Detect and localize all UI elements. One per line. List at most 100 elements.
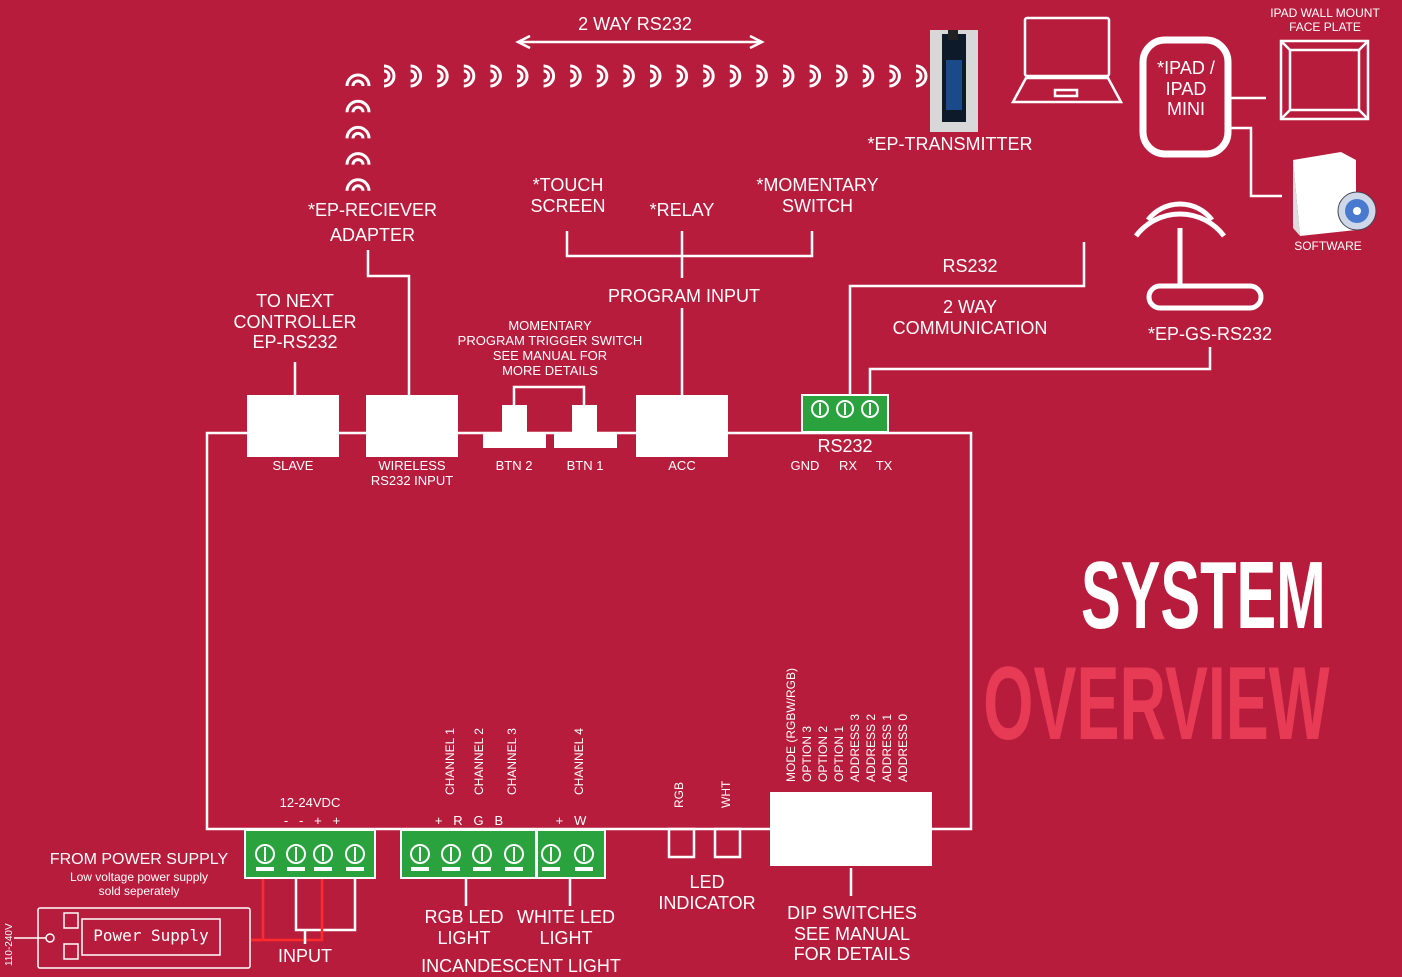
gs-rs232-router-icon <box>1134 201 1264 311</box>
channel3-label: CHANNEL 3 <box>505 728 519 795</box>
signal-wave-icon <box>490 64 502 88</box>
ep-transmitter-device <box>930 30 978 132</box>
terminal-tab <box>575 867 593 871</box>
gnd-label: GND <box>790 458 820 473</box>
terminal-screw-icon <box>441 844 461 864</box>
vdc-label: 12-24VDC <box>279 795 341 810</box>
signal-wave-icon <box>463 64 476 88</box>
dip-switch-label: OPTION 3 <box>800 725 814 782</box>
from-power-supply-label: FROM POWER SUPPLY <box>49 851 229 868</box>
trigger-switch-note: MOMENTARY PROGRAM TRIGGER SWITCH SEE MAN… <box>457 318 643 378</box>
button-bracket <box>512 385 586 405</box>
dip-switch-label: ADDRESS 1 <box>880 713 894 782</box>
signal-wave-icon <box>862 64 875 88</box>
channel2-label: CHANNEL 2 <box>472 728 486 795</box>
terminal-tab <box>411 867 429 871</box>
momentary-switch-label: *MOMENTARY SWITCH <box>756 175 879 216</box>
signal-wave-icon <box>729 64 742 88</box>
dip-switch-label: ADDRESS 3 <box>848 713 862 782</box>
rs232-link-label: 2 WAY RS232 <box>578 14 692 34</box>
slave-port-label: SLAVE <box>272 458 314 473</box>
port-acc <box>636 395 728 457</box>
signal-wave-icon <box>623 64 635 88</box>
program-input-label: PROGRAM INPUT <box>607 286 760 306</box>
terminal-screw-icon <box>410 844 430 864</box>
led-wht-indicator <box>713 827 742 859</box>
power-supply-unit <box>14 907 251 969</box>
input-label: INPUT <box>278 946 332 966</box>
signal-wave-icon <box>782 64 795 88</box>
wall-mount-plate-icon <box>1279 39 1370 121</box>
terminal-screw-icon <box>836 400 854 418</box>
dip-switch-label: OPTION 2 <box>816 725 830 782</box>
led-rgb-label: RGB <box>672 781 686 808</box>
wireless-port-label: WIRELESS RS232 INPUT <box>370 458 454 488</box>
gs-rs232-wire <box>868 347 1212 396</box>
led-wht-label: WHT <box>719 780 733 808</box>
terminal-tab <box>287 867 305 871</box>
terminal-screw-icon <box>541 844 561 864</box>
signal-wave-icon <box>596 64 609 88</box>
wall-mount-label: IPAD WALL MOUNT FACE PLATE <box>1270 6 1380 34</box>
communication-label: 2 WAY COMMUNICATION <box>892 297 1048 338</box>
signal-wave-icon <box>676 64 689 88</box>
program-input-bracket <box>565 231 814 258</box>
dip-switch-note: DIP SWITCHES SEE MANUAL FOR DETAILS <box>787 903 917 965</box>
dip-switch-block <box>770 792 932 866</box>
signal-wave-icon <box>543 64 556 88</box>
terminal-screw-icon <box>313 844 333 864</box>
dip-switch-label: ADDRESS 2 <box>864 713 878 782</box>
rgb-led-light-label: RGB LED LIGHT <box>424 907 504 948</box>
terminal-screw-icon <box>811 400 829 418</box>
transmitter-label: *EP-TRANSMITTER <box>867 134 1033 154</box>
btn1-label: BTN 1 <box>566 458 604 473</box>
acc-port-label: ACC <box>668 458 696 473</box>
signal-wave-icon <box>649 64 662 88</box>
terminal-tab <box>442 867 460 871</box>
software-box-icon <box>1293 152 1377 236</box>
channel4-label: CHANNEL 4 <box>572 728 586 795</box>
port-wireless <box>366 395 458 457</box>
signal-wave-icon <box>345 178 371 192</box>
terminal-tab <box>542 867 560 871</box>
signal-wave-icon <box>915 64 928 88</box>
tx-label: TX <box>875 458 893 473</box>
terminal-screw-icon <box>286 844 306 864</box>
software-label: SOFTWARE <box>1294 239 1362 253</box>
ipad-software-wire <box>1228 126 1282 198</box>
terminal-tab <box>473 867 491 871</box>
terminal-screw-icon <box>574 844 594 864</box>
signal-wave-icon <box>345 99 371 113</box>
signal-wave-icon <box>410 64 423 88</box>
signal-wave-icon <box>809 64 822 88</box>
port-btn2-base <box>483 433 546 448</box>
signal-wave-icon <box>436 64 449 88</box>
terminal-screw-icon <box>345 844 365 864</box>
ipad-label: *IPAD / IPAD MINI <box>1157 58 1215 120</box>
dip-switch-label: ADDRESS 0 <box>896 713 910 782</box>
terminal-screw-icon <box>255 844 275 864</box>
port-btn1-cap <box>572 405 597 435</box>
signal-wave-icon <box>345 152 371 165</box>
laptop-icon <box>1010 16 1124 104</box>
incandescent-light-label: INCANDESCENT LIGHT <box>421 956 621 976</box>
dip-switch-label: MODE (RGBW/RGB) <box>784 668 798 782</box>
signal-wave-icon <box>516 64 529 88</box>
power-supply-label: Power Supply <box>93 926 209 945</box>
rs232-comm-label: RS232 <box>942 256 998 276</box>
title-overview: OVERVIEW <box>983 646 1330 762</box>
signal-wave-icon <box>345 125 371 139</box>
receiver-label: *EP-RECIEVER ADAPTER <box>307 200 438 245</box>
port-slave <box>247 395 339 457</box>
signal-wave-icon <box>835 64 848 88</box>
terminal-screw-icon <box>504 844 524 864</box>
terminal-tab <box>505 867 523 871</box>
signal-wave-icon <box>383 64 396 88</box>
terminal-tab <box>314 867 332 871</box>
terminal-tab <box>256 867 274 871</box>
led-rgb-indicator <box>667 827 696 859</box>
signal-wave-icon <box>889 64 901 88</box>
low-voltage-note: Low voltage power supply sold seperately <box>69 870 209 898</box>
relay-label: *RELAY <box>649 200 715 220</box>
ps-voltage-label: 110-240V <box>4 923 15 966</box>
